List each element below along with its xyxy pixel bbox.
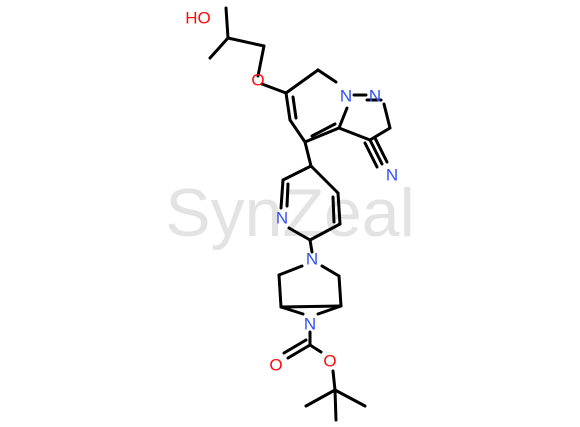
bond xyxy=(333,388,367,408)
bond xyxy=(287,226,312,242)
bond xyxy=(308,222,342,242)
ether-oxygen-label: O xyxy=(251,71,264,90)
bond xyxy=(373,136,389,164)
bond xyxy=(304,388,337,408)
bond xyxy=(284,91,292,122)
carbonyl-oxygen-label: O xyxy=(269,356,282,375)
bond xyxy=(279,304,343,309)
atom-labels: HO O N N N N N N O O xyxy=(185,9,398,375)
bond xyxy=(363,141,379,169)
bond xyxy=(284,68,320,95)
bond xyxy=(308,343,323,354)
ester-oxygen-label: O xyxy=(323,352,336,371)
bond xyxy=(337,274,343,308)
bond xyxy=(303,140,313,168)
bond xyxy=(282,338,308,355)
bond xyxy=(224,6,230,40)
bond xyxy=(291,95,298,120)
bond xyxy=(286,343,312,360)
bicyclic-n-bottom-label: N xyxy=(304,315,316,334)
bond xyxy=(310,122,337,138)
bicyclic-n-top-label: N xyxy=(306,250,318,269)
bond xyxy=(277,264,304,277)
bond xyxy=(288,118,307,144)
watermark-text: SynZeal xyxy=(165,175,414,251)
bond xyxy=(303,126,341,144)
pyridine-nitrogen-label: N xyxy=(276,209,288,228)
bond xyxy=(368,138,384,166)
bond xyxy=(382,102,392,130)
bond xyxy=(260,82,288,95)
bond xyxy=(281,164,313,182)
bond xyxy=(308,238,314,254)
bond xyxy=(279,178,285,210)
hydroxyl-label: HO xyxy=(185,9,211,28)
bond xyxy=(333,388,338,422)
bond xyxy=(331,369,337,392)
bond xyxy=(285,182,290,208)
pyrazole-n2-label: N xyxy=(369,87,381,106)
nitrile-nitrogen-label: N xyxy=(386,166,398,185)
bond xyxy=(368,126,392,142)
bond xyxy=(277,273,283,309)
bond xyxy=(320,264,341,278)
bond xyxy=(256,44,266,78)
bond xyxy=(316,68,338,84)
bond xyxy=(337,106,349,130)
bond xyxy=(309,164,340,195)
bond xyxy=(208,36,230,60)
bond xyxy=(337,126,372,142)
bond xyxy=(331,195,336,224)
pyrazole-n1-label: N xyxy=(340,87,352,106)
bond xyxy=(226,36,266,48)
bond xyxy=(336,191,342,226)
bonds xyxy=(208,6,392,422)
